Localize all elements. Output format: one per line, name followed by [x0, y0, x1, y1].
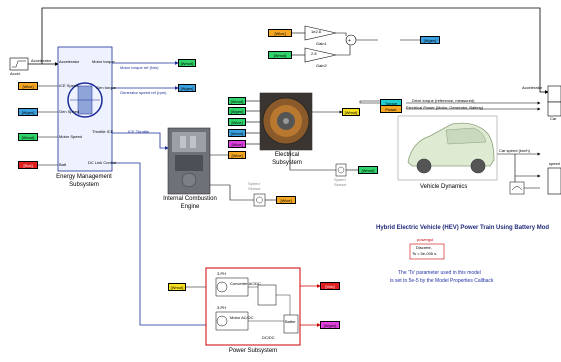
ems-in-gen-speed: Gen Speed	[59, 110, 79, 114]
goto-vdc-tag[interactable]: [Vdc]	[320, 282, 340, 290]
ice-name-2: Engine	[150, 204, 230, 210]
gain2-value: 2.8	[311, 52, 317, 56]
vehicle-signal-1: Drive torque (reference, measured)	[412, 99, 474, 103]
note-line-2: is set to 5e-5 by the Model Properties C…	[390, 278, 493, 286]
elec-port-1[interactable]: [Wmot]	[228, 97, 246, 105]
elec-port-5[interactable]: [Wice]	[228, 140, 246, 148]
note-line-1: The 'Ts' parameter used in this model	[398, 270, 481, 278]
ems-name-2: Subsystem	[52, 182, 116, 188]
powergui-label: powergui	[417, 238, 433, 242]
speed-sensor-1[interactable]	[254, 194, 265, 206]
accelerator-scope[interactable]	[548, 86, 561, 102]
goto-wgen-power-tag[interactable]: [Wgen]	[320, 321, 340, 329]
signal-gen-speed-ref: Generator speed ref (rpm)	[120, 91, 166, 95]
gain2-name: Gain2	[316, 64, 327, 68]
vehicle-signal-2: Electrical Power (Motor, Generator, Batt…	[406, 106, 483, 110]
from-wmot-power-tag[interactable]: [Wmot]	[168, 283, 186, 291]
ems-out-motor-torque: Motor torque	[92, 60, 115, 64]
power-label-3ph-a: 3-PH	[217, 272, 226, 276]
ems-name-1: Energy Management	[52, 174, 116, 180]
goto-wgen-sum-tag[interactable]: [Wgen]	[420, 36, 440, 44]
goto-wgen-tag[interactable]: [Wgen]	[18, 108, 38, 116]
ice-engine-image[interactable]	[168, 128, 210, 194]
gain2-out-wire	[336, 44, 350, 55]
electrical-name-2: Subsystem	[262, 160, 312, 166]
power-label-dcdc: DC/DC	[262, 336, 275, 340]
goto-wmot-sensor-tag[interactable]: [Wmot]	[358, 166, 378, 174]
power-label-3ph-b: 3-PH	[217, 306, 226, 310]
elec-port-2[interactable]: [Wgen]	[228, 107, 246, 115]
vehicle-image[interactable]	[398, 116, 497, 180]
gain2-block[interactable]	[305, 48, 336, 62]
powergui-mode: Discrete,	[416, 246, 432, 250]
gain1-name: Gain1	[316, 42, 327, 46]
accelerator-caption: Accelerator	[31, 59, 51, 63]
gain1-out-wire	[336, 33, 346, 36]
goto-wmot-tag[interactable]: [Wmot]	[18, 133, 38, 141]
speed-sensor-2[interactable]	[336, 164, 346, 176]
diagram-title: Hybrid Electric Vehicle (HEV) Power Trai…	[376, 225, 549, 231]
goto-wgen-out-tag[interactable]: [Wgen]	[178, 84, 196, 92]
vehicle-dynamics-name: Vehicle Dynamics	[420, 184, 467, 190]
ems-out-gen-torque: Gen torque	[96, 86, 116, 90]
signal-motor-torque-ref: Motor torque ref (Nm)	[120, 66, 158, 70]
goto-wice-ice-tag[interactable]: [Wice]	[228, 151, 246, 159]
goto-wmot-elec-tag[interactable]: [Wmot]	[342, 108, 360, 116]
ems-out-throttle: Throttle ICE	[92, 130, 113, 134]
accelerator-wire	[42, 8, 548, 92]
power-label-motor: Motor AC/DC	[230, 316, 254, 320]
from-wice-gain-tag[interactable]: [Wice]	[268, 29, 292, 37]
speed-sensor-1-label2: Sensor	[248, 187, 261, 191]
accel-display[interactable]	[510, 182, 524, 194]
elec-port-3[interactable]: [Wice]	[228, 118, 246, 126]
elec-port-4[interactable]: [Wmot]	[228, 129, 246, 137]
car-scope-label: Car	[550, 117, 556, 121]
from-wmot-gain-tag[interactable]: [Wmot]	[268, 51, 292, 59]
ems-in-accelerator: Accelerator	[59, 60, 79, 64]
goto-soc-tag[interactable]: [Soc]	[18, 161, 38, 169]
ems-out-dclink: DC Link Control	[88, 161, 116, 165]
signal-ice-throttle: ICE Throttle	[128, 130, 149, 134]
ice-name-1: Internal Combustion	[150, 196, 230, 202]
goto-wmot-out-tag[interactable]: [Wmot]	[178, 59, 196, 67]
power-label-conv: Converter AC/DC	[230, 282, 261, 286]
power-subsystem-name: Power Subsystem	[206, 348, 300, 354]
ems-in-ice-speed: ICE Speed	[59, 84, 78, 88]
svg-text:+: +	[348, 38, 351, 44]
power-label-batt: Batter	[285, 320, 296, 324]
accelerator-source-label: Accel.	[10, 72, 21, 76]
ems-in-batt: Batt	[59, 163, 66, 167]
speed-sensor-2-label2: Sensor	[334, 183, 347, 187]
electrical-subsystem-image[interactable]	[260, 93, 312, 150]
car-scope[interactable]	[548, 102, 561, 116]
accelerator-source[interactable]	[10, 58, 28, 70]
ems-in-motor-speed: Motor Speed	[59, 135, 82, 139]
ice-throttle-wire	[112, 133, 168, 148]
speed-scope-label: speed	[549, 162, 560, 166]
accel-scope-label: Accelerator	[522, 86, 542, 90]
goto-wice-sensor-tag[interactable]: [Wice]	[276, 196, 296, 204]
powergui-ts: Ts = 5e-005 s.	[412, 252, 437, 256]
power-tag[interactable]: Power	[380, 105, 402, 113]
electrical-name-1: Electrical	[262, 152, 312, 158]
speed-scope[interactable]	[548, 168, 561, 194]
gain1-value: 1e2.8	[311, 30, 321, 34]
goto-wice-tag[interactable]: [Wice]	[18, 82, 38, 90]
vehicle-signal-3: Car speed (km/h)	[499, 149, 530, 153]
